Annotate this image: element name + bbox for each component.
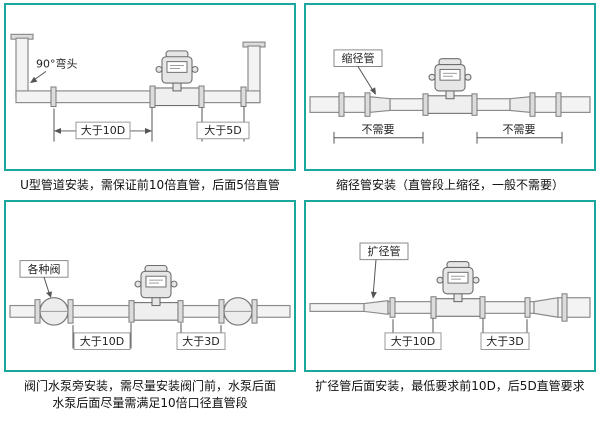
dim-left-label: 大于10D xyxy=(391,334,435,348)
part-callout: 缩径管 xyxy=(333,49,383,95)
elbow-callout: 90°弯头 xyxy=(30,57,78,84)
panel-u-type: 90°弯头 大于10D xyxy=(4,3,296,196)
dim-right-label: 大于5D xyxy=(204,123,241,137)
part-label: 缩径管 xyxy=(342,51,375,65)
dimension-left: 大于10D xyxy=(384,318,442,350)
part-label: 各种阀 xyxy=(28,262,61,276)
panel-valve-pump: 各种阀 大于10D xyxy=(4,199,296,414)
reducer-frame: 缩径管 不需要 不需要 xyxy=(304,3,596,171)
dim-right-label: 不需要 xyxy=(503,123,536,136)
dimension-right: 大于3D xyxy=(480,318,530,350)
diagram-grid: 90°弯头 大于10D xyxy=(4,3,596,414)
part-label: 扩径管 xyxy=(368,244,401,258)
dimension-right: 大于5D xyxy=(196,106,250,142)
u-type-diagram: 90°弯头 大于10D xyxy=(10,33,266,142)
panel-reducer: 缩径管 不需要 不需要 xyxy=(304,3,596,196)
dimension-right: 大于3D xyxy=(176,322,226,350)
flowmeter-body xyxy=(128,299,184,323)
valve-icon xyxy=(34,296,74,326)
dimension-left: 大于10D xyxy=(53,107,153,142)
valve-pump-caption: 阀门水泵旁安装，需尽量安装阀门前，水泵后面 水泵后面尽量需满足10倍口径直管段 xyxy=(4,378,296,412)
dimension-left: 大于10D xyxy=(72,322,132,350)
valve-pump-diagram: 各种阀 大于10D xyxy=(9,259,291,350)
valve-pump-caption-line2: 水泵后面尽量需满足10倍口径直管段 xyxy=(52,395,248,410)
panel-expander: 扩径管 大于10D xyxy=(304,199,596,414)
expander-frame: 扩径管 大于10D xyxy=(304,199,596,372)
u-type-frame: 90°弯头 大于10D xyxy=(4,3,296,171)
reducer-cone-icon xyxy=(509,96,531,114)
dim-right-label: 大于3D xyxy=(486,334,523,348)
expander-cone-icon xyxy=(533,296,559,318)
elbow-pipe-left xyxy=(10,33,34,98)
dim-left-label: 大于10D xyxy=(80,334,124,348)
u-type-caption: U型管道安装，需保证前10倍直管，后面5倍直管 xyxy=(20,178,280,192)
reducer-caption: 缩径管安装（直管段上缩径，一般不需要） xyxy=(335,178,564,192)
dim-left-label: 大于10D xyxy=(81,123,125,137)
flowmeter-transmitter-icon xyxy=(155,50,199,92)
flowmeter-transmitter-icon xyxy=(134,264,178,306)
valve-icon xyxy=(218,296,258,326)
valve-pump-frame: 各种阀 大于10D xyxy=(4,199,296,372)
reducer-diagram: 缩径管 不需要 不需要 xyxy=(309,49,591,144)
reducer-cone-icon xyxy=(369,96,391,114)
flowmeter-transmitter-icon xyxy=(428,58,472,100)
part-callout: 各种阀 xyxy=(19,259,69,298)
main-pipe xyxy=(15,86,261,108)
part-callout: 扩径管 xyxy=(359,242,409,299)
dimension-left: 不需要 xyxy=(333,123,424,144)
dimension-right: 不需要 xyxy=(476,123,563,144)
elbow-label: 90°弯头 xyxy=(36,57,78,71)
expander-diagram: 扩径管 大于10D xyxy=(309,242,591,350)
flowmeter-transmitter-icon xyxy=(436,260,480,302)
dim-left-label: 不需要 xyxy=(362,123,395,136)
valve-pump-caption-line1: 阀门水泵旁安装，需尽量安装阀门前，水泵后面 xyxy=(23,378,276,393)
expander-cone-icon xyxy=(363,299,389,315)
dim-right-label: 大于3D xyxy=(182,334,219,348)
expander-caption: 扩径管后面安装，最低要求前10D，后5D直管要求 xyxy=(315,378,585,393)
